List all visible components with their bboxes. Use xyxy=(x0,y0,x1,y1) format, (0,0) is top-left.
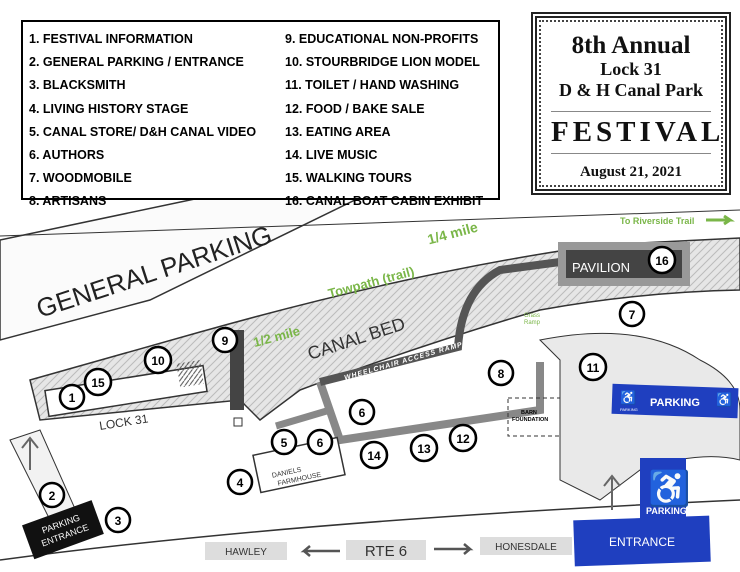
small-structure xyxy=(233,417,243,427)
legend-item: 2. GENERAL PARKING / ENTRANCE xyxy=(29,55,244,70)
location-marker-1[interactable]: 1 xyxy=(58,383,86,411)
arrow-right-icon xyxy=(434,543,474,555)
honesdale-label: HONESDALE xyxy=(495,542,557,553)
location-marker-2[interactable]: 2 xyxy=(38,481,66,509)
barn-foundation xyxy=(507,397,561,437)
marker-number: 8 xyxy=(498,367,505,381)
marker-number: 10 xyxy=(151,354,165,368)
marker-number: 12 xyxy=(456,432,470,446)
legend-item: 14. LIVE MUSIC xyxy=(285,148,378,163)
quarter-mile-label: 1/4 mile xyxy=(426,219,480,248)
legend-item: 5. CANAL STORE/ D&H CANAL VIDEO xyxy=(29,124,257,139)
svg-text:PARKING: PARKING xyxy=(646,506,687,516)
location-marker-10[interactable]: 10 xyxy=(143,345,173,375)
wheelchair-icon: ♿ xyxy=(648,469,690,508)
marker-number: 3 xyxy=(115,514,122,528)
legend-item: 1. FESTIVAL INFORMATION xyxy=(29,32,193,46)
wheelchair-ramp-path xyxy=(319,258,561,386)
marker-number: 9 xyxy=(222,334,229,348)
legend-item: 7. WOODMOBILE xyxy=(29,171,132,186)
marker-number: 4 xyxy=(237,476,244,490)
location-marker-5[interactable]: 5 xyxy=(270,428,298,456)
accessible-parking-sign: ♿ PARKING PARKING ♿ xyxy=(611,383,739,419)
road-edge xyxy=(0,499,740,561)
accessible-parking-big-sign: ♿ PARKING xyxy=(640,458,690,520)
marker-number: 15 xyxy=(91,376,105,390)
svg-text:ENTRANCE: ENTRANCE xyxy=(609,535,675,549)
arrow-up-icon xyxy=(21,436,39,470)
marker-number: 11 xyxy=(587,361,600,375)
legend-item: 9. EDUCATIONAL NON-PROFITS xyxy=(285,32,479,46)
location-marker-13[interactable]: 13 xyxy=(409,433,439,463)
lock-gate xyxy=(176,360,204,388)
legend-item: 8. ARTISANS xyxy=(29,194,107,209)
marker-number: 13 xyxy=(417,442,431,456)
location-marker-4[interactable]: 4 xyxy=(226,468,254,496)
location-marker-7[interactable]: 7 xyxy=(618,300,646,328)
festival-title-card: 8th Annual Lock 31 D & H Canal Park FEST… xyxy=(531,12,731,195)
marker-number: 6 xyxy=(359,406,366,420)
title-park: D & H Canal Park xyxy=(559,80,703,100)
marker-number: 6 xyxy=(317,436,324,450)
location-marker-12[interactable]: 12 xyxy=(448,423,478,453)
lock-label: LOCK 31 xyxy=(98,411,149,433)
grass-ramp-label: Grass xyxy=(524,313,540,319)
location-marker-6[interactable]: 6 xyxy=(348,398,376,426)
legend-item: 16. CANAL BOAT CABIN EXHIBIT xyxy=(285,194,484,209)
legend-item: 11. TOILET / HAND WASHING xyxy=(285,78,460,93)
title-lock: Lock 31 xyxy=(600,59,662,79)
arrow-right-icon xyxy=(706,214,735,226)
title-date: August 21, 2021 xyxy=(579,164,683,180)
marker-number: 16 xyxy=(655,254,669,268)
walkway xyxy=(275,406,331,430)
trail-edge xyxy=(0,209,740,237)
legend-item: 3. BLACKSMITH xyxy=(29,78,126,93)
location-marker-16[interactable]: 16 xyxy=(647,245,677,275)
rte6-label: RTE 6 xyxy=(365,543,407,560)
location-marker-6[interactable]: 6 xyxy=(306,428,334,456)
title-festival: FESTIVAL xyxy=(551,111,720,154)
marker-number: 1 xyxy=(69,391,76,405)
barn-label: BARN xyxy=(521,410,537,416)
location-marker-14[interactable]: 14 xyxy=(359,440,389,470)
lock-31 xyxy=(44,364,208,418)
legend-item: 10. STOURBRIDGE LION MODEL xyxy=(285,55,480,70)
location-marker-8[interactable]: 8 xyxy=(487,359,515,387)
svg-text:PARKING: PARKING xyxy=(620,407,638,412)
arrow-left-icon xyxy=(300,545,340,557)
svg-text:PARKING: PARKING xyxy=(650,397,700,409)
location-marker-3[interactable]: 3 xyxy=(104,506,132,534)
wheelchair-icon: ♿ xyxy=(716,392,732,407)
grass-ramp-label: Ramp xyxy=(524,320,541,326)
barn-label: FOUNDATION xyxy=(512,417,548,423)
arrow-up-icon xyxy=(603,474,621,510)
location-marker-15[interactable]: 15 xyxy=(83,367,113,397)
riverside-trail-label: To Riverside Trail xyxy=(620,216,694,226)
marker-number: 2 xyxy=(49,489,56,503)
rte6-sign xyxy=(346,540,426,560)
marker-number: 5 xyxy=(281,436,288,450)
hawley-label: HAWLEY xyxy=(225,547,267,558)
legend-item: 13. EATING AREA xyxy=(285,124,391,139)
hawley-sign xyxy=(205,542,287,560)
legend-item: 12. FOOD / BAKE SALE xyxy=(285,101,425,116)
location-marker-9[interactable]: 9 xyxy=(211,326,239,354)
title-annual: 8th Annual xyxy=(571,32,691,59)
pavilion-label: PAVILION xyxy=(572,260,630,275)
marker-number: 7 xyxy=(629,308,636,322)
wheelchair-icon: ♿ xyxy=(620,390,636,405)
legend-item: 4. LIVING HISTORY STAGE xyxy=(29,101,189,116)
legend-item: 15. WALKING TOURS xyxy=(285,171,412,186)
legend-box: 1. FESTIVAL INFORMATION 2. GENERAL PARKIN… xyxy=(21,20,500,208)
marker-number: 14 xyxy=(367,449,381,463)
entrance-sign[interactable]: ENTRANCE xyxy=(573,515,711,567)
location-marker-11[interactable]: 11 xyxy=(578,352,608,382)
honesdale-sign xyxy=(480,537,572,555)
parking-entrance-sign[interactable]: PARKING ENTRANCE xyxy=(22,500,104,560)
legend-item: 6. AUTHORS xyxy=(29,148,105,163)
